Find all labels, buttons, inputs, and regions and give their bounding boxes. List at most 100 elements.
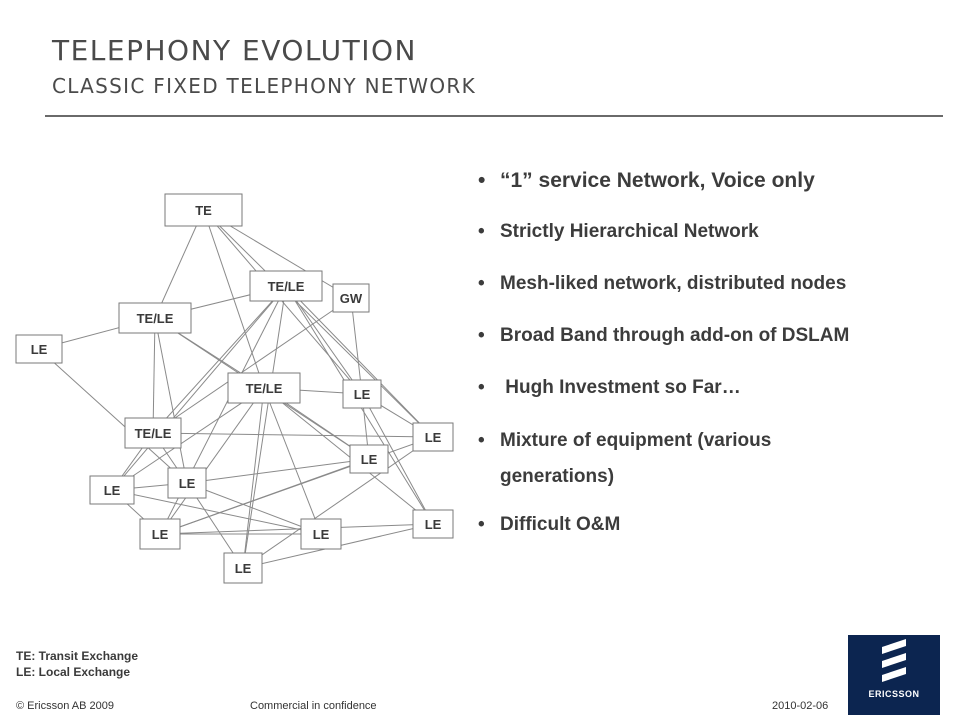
title-divider <box>45 115 943 117</box>
node-box <box>349 444 389 474</box>
node-label: LE <box>235 561 252 576</box>
node-box <box>412 509 454 539</box>
node-label: LE <box>313 527 330 542</box>
node-tele2: TE/LE <box>118 302 192 334</box>
bullet-dot: • <box>478 221 485 242</box>
bullet-item: • “1” service Network, Voice only <box>478 168 948 194</box>
network-link-le5-le3 <box>186 458 370 484</box>
node-box <box>124 417 182 449</box>
node-label: LE <box>425 517 442 532</box>
network-link-le_left-le5 <box>38 348 188 484</box>
network-link-le2-le9 <box>242 436 434 569</box>
node-box <box>227 372 301 404</box>
node-box <box>164 193 243 227</box>
node-label: LE <box>361 452 378 467</box>
footer-date: 2010-02-06 <box>772 700 829 712</box>
node-te: TE <box>164 193 243 227</box>
network-link-gw-tele4 <box>152 297 352 434</box>
node-label: TE/LE <box>137 311 174 326</box>
bullet-text: Broad Band through add-on of DSLAM <box>500 325 850 346</box>
network-link-tele3-le8 <box>263 387 322 535</box>
footer-confidential: Commercial in confidence <box>250 700 377 712</box>
network-link-tele2-le5 <box>154 317 188 484</box>
node-box <box>15 334 63 364</box>
bullet-item: •Difficult O&M <box>478 513 948 537</box>
bullet-item: • Mixture of equipment (various generatio… <box>478 423 880 495</box>
node-label: TE/LE <box>135 426 172 441</box>
bullet-dot: • <box>478 377 485 398</box>
node-le8: LE <box>300 518 342 550</box>
node-label: LE <box>104 483 121 498</box>
bullet-list: • “1” service Network, Voice only • Strict… <box>478 168 948 537</box>
bullet-text: Strictly Hierarchical Network <box>500 221 759 242</box>
node-label: TE/LE <box>246 381 283 396</box>
network-link-le4-le8 <box>111 489 322 535</box>
node-label: LE <box>31 342 48 357</box>
network-link-tele2-tele4 <box>152 317 156 434</box>
bullet-dot: • <box>478 430 485 451</box>
legend-le: LE: Local Exchange <box>16 665 131 679</box>
node-le1: LE <box>342 379 382 409</box>
node-le6: LE <box>412 509 454 539</box>
network-link-tele1-le2 <box>285 285 434 438</box>
ericsson-logo: ERICSSON <box>848 635 940 715</box>
network-link-tele1-le9 <box>242 285 287 569</box>
network-link-tele1-le4 <box>111 285 287 491</box>
node-box <box>139 518 181 550</box>
node-box <box>89 475 135 505</box>
network-edges <box>38 209 434 569</box>
page-title: TELEPHONY EVOLUTION <box>52 34 417 67</box>
network-link-le3-le7 <box>159 458 370 535</box>
bullet-item: •Broad Band through add-on of DSLAM <box>478 324 948 348</box>
node-le9: LE <box>223 552 263 584</box>
network-link-le6-le7 <box>159 523 434 535</box>
bullet-item: •Mesh-liked network, distributed nodes <box>478 272 948 296</box>
legend-te: TE: Transit Exchange <box>16 649 139 663</box>
bullet-text: Mixture of equipment (various generation… <box>500 430 772 487</box>
bullet-dot: • <box>478 169 486 192</box>
node-box <box>223 552 263 584</box>
network-link-te-tele2 <box>154 209 204 319</box>
node-label: LE <box>354 387 371 402</box>
node-label: LE <box>179 476 196 491</box>
network-nodes: TE TE/LE GW TE/LE LE TE/LE LE TE/LE LE LE LE LE LE LE… <box>15 193 454 584</box>
node-le2: LE <box>412 422 454 452</box>
network-link-tele3-le4 <box>111 387 265 491</box>
node-label: LE <box>152 527 169 542</box>
bullet-text: Hugh Investment so Far… <box>500 377 741 398</box>
node-tele3: TE/LE <box>227 372 301 404</box>
network-link-gw-le1 <box>350 297 363 395</box>
node-box <box>412 422 454 452</box>
node-box <box>342 379 382 409</box>
node-gw: GW <box>332 283 370 313</box>
node-label: GW <box>340 291 363 306</box>
network-link-tele1-le1 <box>285 285 363 395</box>
node-label: TE <box>195 203 212 218</box>
bullet-text: Difficult O&M <box>500 514 621 535</box>
network-link-le5-le8 <box>186 482 322 535</box>
node-label: TE/LE <box>268 279 305 294</box>
node-le-left: LE <box>15 334 63 364</box>
network-link-tele3-le9 <box>242 387 265 569</box>
node-box <box>118 302 192 334</box>
network-link-tele3-le7 <box>159 387 265 535</box>
node-box <box>249 270 323 302</box>
node-box <box>332 283 370 313</box>
network-link-tele3-le6 <box>263 387 434 525</box>
network-link-te-le1 <box>203 209 363 395</box>
node-le5: LE <box>167 467 207 499</box>
logo-wordmark: ERICSSON <box>868 689 920 699</box>
page-subtitle: CLASSIC FIXED TELEPHONY NETWORK <box>52 74 477 98</box>
bullet-text: “1” service Network, Voice only <box>500 169 815 192</box>
node-box <box>300 518 342 550</box>
node-tele4: TE/LE <box>124 417 182 449</box>
bullet-item: • Strictly Hierarchical Network <box>478 220 948 244</box>
node-box <box>167 467 207 499</box>
footer-copyright: © Ericsson AB 2009 <box>16 700 114 712</box>
network-link-le1-le6 <box>361 393 434 525</box>
node-le3: LE <box>349 444 389 474</box>
node-le7: LE <box>139 518 181 550</box>
bullet-item: • Hugh Investment so Far… <box>478 376 948 400</box>
node-tele1: TE/LE <box>249 270 323 302</box>
